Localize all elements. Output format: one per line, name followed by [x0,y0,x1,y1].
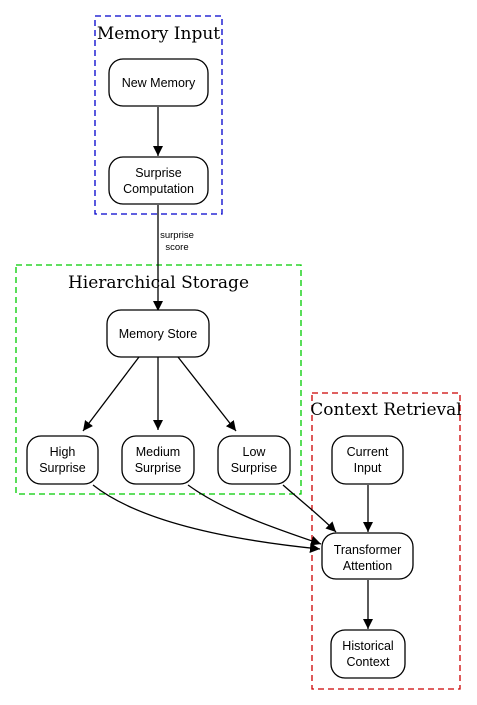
node-medium-surprise: Medium Surprise [121,435,195,485]
edge-label-score: score [165,242,188,253]
edge-low-surprise-to-transformer-attention [282,484,337,533]
node-low-surprise-label-line2: Surprise [231,461,278,475]
node-high-surprise-label-line2: Surprise [39,461,86,475]
edge-memory-store-to-high-surprise [82,356,140,432]
node-memory-store: Memory Store [106,309,210,358]
node-current-input-label-line2: Input [354,461,382,475]
node-surprise-computation-label-line2: Computation [123,182,194,196]
node-new-memory-box [108,58,209,107]
node-transformer-attention-box [321,532,414,580]
node-historical-context-box [330,629,406,679]
edge-label-surprise: surprise [160,230,194,241]
node-current-input-label-line1: Current [347,445,389,459]
cluster-memory-input-border [94,15,223,215]
node-memory-store-box [106,309,210,358]
node-new-memory: New Memory [108,58,209,107]
node-current-input: Current Input [331,435,404,485]
node-high-surprise-label-line1: High [50,445,76,459]
node-transformer-attention: Transformer Attention [321,532,414,580]
node-low-surprise-box [217,435,291,485]
node-historical-context: Historical Context [330,629,406,679]
node-historical-context-label-line2: Context [346,655,390,669]
node-historical-context-label-line1: Historical [342,639,393,653]
node-medium-surprise-label-line2: Surprise [135,461,182,475]
node-new-memory-label: New Memory [122,76,196,90]
cluster-memory-input-title: Memory Input [97,24,220,44]
cluster-memory-input: Memory Input [94,15,223,215]
edge-memory-store-to-low-surprise [177,356,237,432]
node-medium-surprise-label-line1: Medium [136,445,180,459]
node-transformer-attention-label-line1: Transformer [334,543,402,557]
edge-high-surprise-to-transformer-attention [92,484,321,553]
node-low-surprise-label-line1: Low [243,445,267,459]
node-high-surprise-box [26,435,99,485]
node-high-surprise: High Surprise [26,435,99,485]
node-surprise-computation-box [108,156,209,205]
node-surprise-computation: Surprise Computation [108,156,209,205]
edges: surprise score [82,107,373,629]
edge-medium-surprise-to-transformer-attention [187,484,322,546]
node-medium-surprise-box [121,435,195,485]
node-current-input-box [331,435,404,485]
node-surprise-computation-label-line1: Surprise [135,166,182,180]
node-transformer-attention-label-line2: Attention [343,559,392,573]
node-memory-store-label: Memory Store [119,327,198,341]
cluster-context-retrieval-title: Context Retrieval [310,400,461,420]
node-low-surprise: Low Surprise [217,435,291,485]
